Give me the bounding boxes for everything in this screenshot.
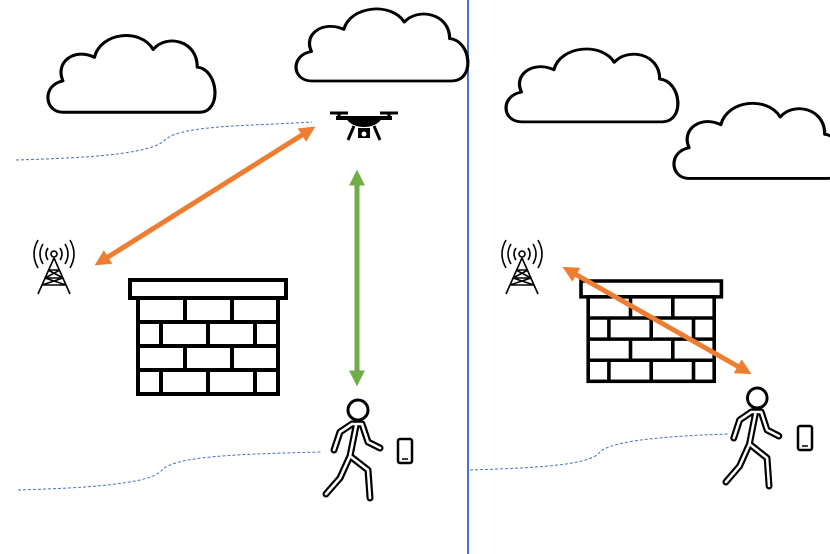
left-panel: [15, 7, 470, 498]
drone-icon: [328, 111, 400, 142]
cloud-icon: [672, 101, 830, 181]
tower-user-link-arrow: [562, 266, 752, 375]
brick-wall-icon: [128, 278, 288, 396]
smartphone-icon: [396, 437, 414, 465]
right-panel: [469, 47, 830, 486]
cloud-icon: [504, 47, 680, 124]
tower-drone-link-arrow: [94, 126, 316, 266]
cloud-icon: [46, 33, 217, 114]
walking-person-icon: [726, 388, 779, 486]
cloud-icon: [294, 7, 470, 83]
smartphone-icon: [796, 424, 814, 452]
walking-person-icon: [326, 400, 380, 498]
ground-line: [469, 433, 729, 471]
ground-line: [17, 451, 323, 491]
cell-tower-icon: [501, 239, 543, 295]
cell-tower-icon: [33, 239, 75, 295]
brick-wall-icon: [579, 279, 724, 384]
